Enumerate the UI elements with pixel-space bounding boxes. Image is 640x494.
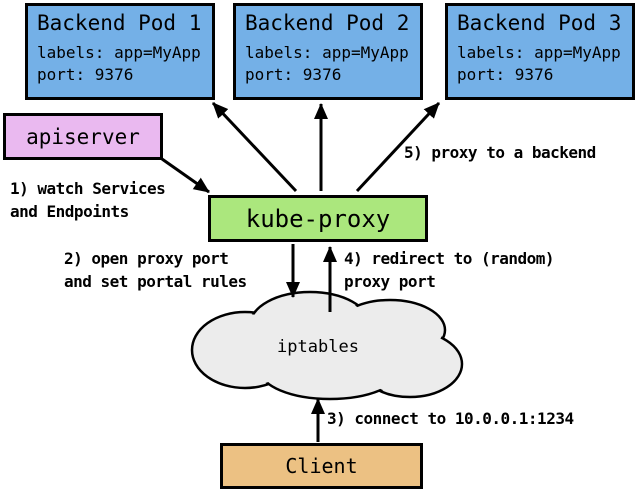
arrow-kube-proxy-to-pod3 bbox=[355, 101, 441, 193]
iptables-cloud bbox=[190, 290, 464, 401]
pod-title: Backend Pod 1 bbox=[37, 11, 202, 35]
backend-pod-2-box: Backend Pod 2 labels: app=MyApp port: 93… bbox=[233, 3, 423, 100]
annotation-step-4: 4) redirect to (random) proxy port bbox=[344, 249, 555, 292]
pod-port-line: port: 9376 bbox=[245, 64, 342, 84]
annotation-step-3: 3) connect to 10.0.0.1:1234 bbox=[327, 409, 574, 428]
pod-labels-line: labels: app=MyApp bbox=[457, 43, 621, 62]
pod-port-line: port: 9376 bbox=[37, 64, 134, 84]
pod-labels-line: labels: app=MyApp bbox=[245, 43, 409, 62]
annotation-step-1: 1) watch Services and Endpoints bbox=[10, 179, 166, 222]
iptables-label: iptables bbox=[277, 337, 359, 357]
pod-labels-line: labels: app=MyApp bbox=[37, 43, 201, 62]
pod-title: Backend Pod 3 bbox=[457, 11, 622, 35]
pod-title: Backend Pod 2 bbox=[245, 11, 410, 35]
backend-pod-1-box: Backend Pod 1 labels: app=MyApp port: 93… bbox=[25, 3, 215, 100]
kube-proxy-box: kube-proxy bbox=[208, 195, 428, 242]
arrow-kube-proxy-to-pod1 bbox=[211, 101, 298, 193]
backend-pod-3-box: Backend Pod 3 labels: app=MyApp port: 93… bbox=[445, 3, 635, 100]
pod-port-line: port: 9376 bbox=[457, 64, 554, 84]
client-label: Client bbox=[285, 454, 358, 478]
arrow-apiserver-to-kube-proxy bbox=[161, 157, 210, 194]
apiserver-box: apiserver bbox=[3, 113, 163, 160]
annotation-step-5: 5) proxy to a backend bbox=[404, 143, 596, 162]
annotation-step-2: 2) open proxy port and set portal rules bbox=[64, 249, 247, 292]
apiserver-label: apiserver bbox=[26, 124, 140, 149]
client-box: Client bbox=[220, 443, 423, 489]
kube-proxy-label: kube-proxy bbox=[245, 204, 391, 233]
